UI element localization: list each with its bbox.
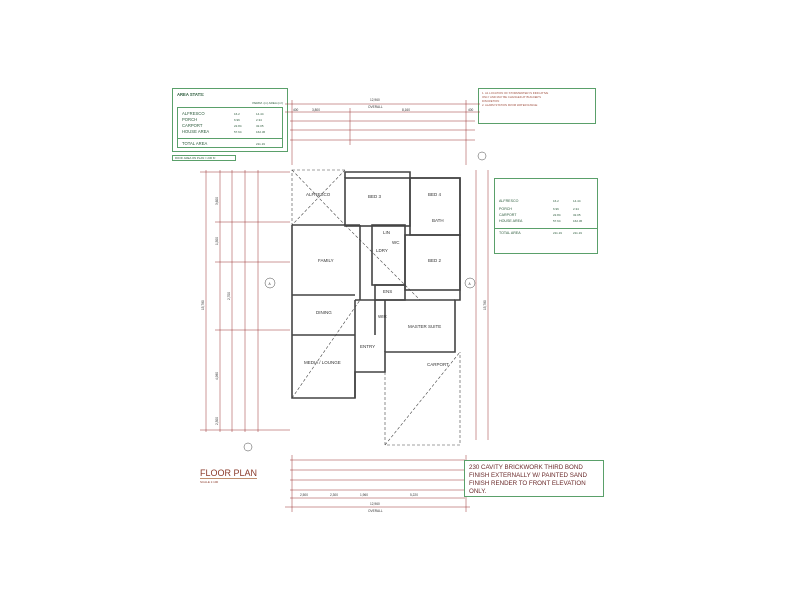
general-notes: 1. A1 LOCATION OF STORMWATER IS INDICATI… — [478, 88, 596, 124]
north-marker — [477, 151, 487, 161]
roof-area-note: ROOF AREA ON PLAN = 230 ft² — [172, 155, 236, 161]
brickwork-note: 230 CAVITY BRICKWORK THIRD BOND FINISH E… — [464, 460, 604, 497]
drawing-scale: SCALE 1:100 — [200, 480, 219, 484]
room-master-suite: MASTER SUITE — [408, 324, 441, 329]
svg-text:A: A — [269, 282, 272, 286]
section-marker-a: A A — [264, 277, 476, 289]
svg-text:1,960: 1,960 — [360, 493, 368, 497]
svg-text:OVERALL: OVERALL — [368, 509, 383, 513]
top-dimensions — [285, 100, 480, 165]
svg-text:3,600: 3,600 — [215, 197, 219, 205]
svg-text:15,780: 15,780 — [483, 300, 487, 310]
svg-text:2,700: 2,700 — [227, 292, 231, 300]
room-alfresco: ALFRESCO — [306, 192, 331, 197]
room-bath: BATH — [432, 218, 444, 223]
svg-text:3,800: 3,800 — [312, 108, 320, 112]
area-stats-header: PERIM. (m) AREA (m²) — [252, 101, 283, 105]
area-stats-table: AREA STATS: PERIM. (m) AREA (m²) ALFRESC… — [172, 88, 288, 152]
svg-text:OVERALL: OVERALL — [368, 105, 383, 109]
room-ens: ENS — [383, 289, 392, 294]
room-bed4: BED 4 — [428, 192, 442, 197]
drawing-title: FLOOR PLAN — [200, 468, 258, 479]
svg-text:8,160: 8,160 — [402, 108, 410, 112]
svg-text:2,300: 2,300 — [215, 417, 219, 425]
svg-text:400: 400 — [293, 108, 299, 112]
room-dining: DINING — [316, 310, 332, 315]
svg-text:2,300: 2,300 — [330, 493, 338, 497]
room-entry: ENTRY — [360, 344, 375, 349]
overall-width: 12,960 — [370, 98, 380, 102]
svg-text:12,960: 12,960 — [370, 502, 380, 506]
overall-depth: 15,780 — [201, 300, 205, 310]
walls — [291, 171, 461, 399]
svg-text:5,220: 5,220 — [410, 493, 418, 497]
left-dimensions — [200, 170, 290, 432]
svg-text:A: A — [469, 282, 472, 286]
room-bed2: BED 2 — [428, 258, 442, 263]
svg-text:400: 400 — [468, 108, 474, 112]
room-media-lounge: MEDIA / LOUNGE — [304, 360, 341, 365]
room-family: FAMILY — [318, 258, 334, 263]
room-carport: CARPORT — [427, 362, 449, 367]
room-bed3: BED 3 — [368, 194, 382, 199]
marker — [243, 442, 253, 452]
area-stats-title: AREA STATS: — [177, 92, 205, 97]
room-ldry: LDRY — [376, 248, 388, 253]
svg-text:2,500: 2,500 — [300, 493, 308, 497]
room-lin: LIN — [383, 230, 390, 235]
svg-text:1,500: 1,500 — [215, 237, 219, 245]
room-wir: WIR — [378, 314, 387, 319]
room-wc: WC — [392, 240, 400, 245]
svg-text:4,980: 4,980 — [215, 372, 219, 380]
